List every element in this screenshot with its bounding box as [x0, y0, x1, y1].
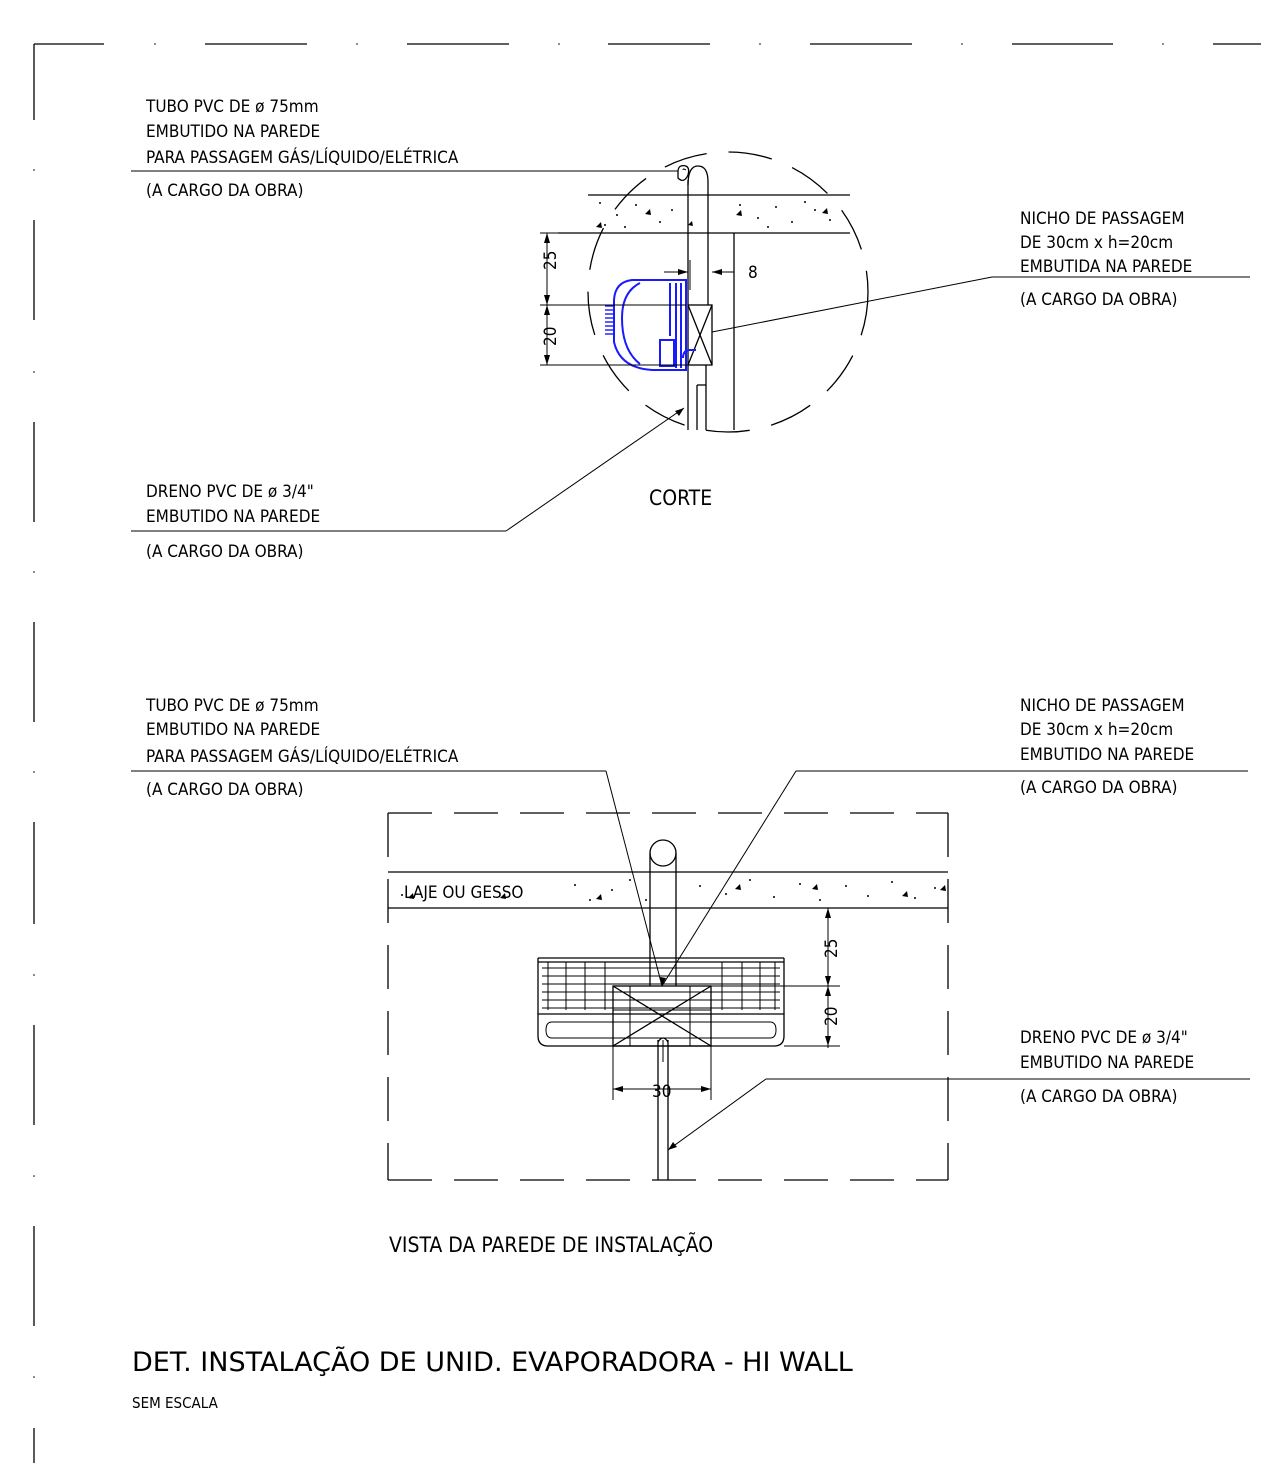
section-view: TUBO PVC DE ø 75mm EMBUTIDO NA PAREDE PA… — [131, 97, 1250, 562]
elevation-pipe-note-1: TUBO PVC DE ø 75mm — [145, 696, 319, 716]
detail-circle — [587, 151, 869, 433]
elevation-leaders — [131, 770, 1250, 1151]
section-evaporator-unit — [605, 279, 696, 371]
elevation-dim-20: 20 — [822, 1007, 842, 1026]
elevation-niche-note-2: DE 30cm x h=20cm — [1020, 720, 1173, 740]
elevation-caption: VISTA DA PAREDE DE INSTALAÇÃO — [389, 1231, 713, 1257]
section-dim-20: 20 — [541, 327, 561, 346]
section-dim-25: 25 — [541, 251, 561, 270]
section-dimensions — [540, 232, 734, 366]
elevation-view: TUBO PVC DE ø 75mm EMBUTIDO NA PAREDE PA… — [131, 696, 1250, 1257]
scale-note: SEM ESCALA — [132, 1394, 219, 1412]
elevation-slab-label: LAJE OU GESSO — [404, 883, 523, 903]
elevation-evaporator-unit — [537, 957, 785, 1047]
elevation-pipe-note-2: EMBUTIDO NA PAREDE — [146, 720, 320, 740]
elevation-drain-pipe — [657, 1037, 669, 1180]
elevation-pvc-pipe — [649, 839, 677, 986]
section-pipe-note-2: EMBUTIDO NA PAREDE — [146, 122, 320, 142]
section-pipe-note-1: TUBO PVC DE ø 75mm — [145, 97, 319, 117]
section-niche — [687, 304, 713, 366]
section-drain-note-1: DRENO PVC DE ø 3/4" — [146, 482, 314, 502]
elevation-niche-note-1: NICHO DE PASSAGEM — [1020, 696, 1185, 716]
section-drain-note-3: (A CARGO DA OBRA) — [146, 542, 303, 562]
elevation-dimensions — [612, 907, 840, 1100]
sheet-border — [33, 43, 1261, 1463]
detail-title: DET. INSTALAÇÃO DE UNID. EVAPORADORA - H… — [132, 1346, 853, 1378]
elevation-drain-note-1: DRENO PVC DE ø 3/4" — [1020, 1028, 1188, 1048]
section-pipe-note-3: PARA PASSAGEM GÁS/LÍQUIDO/ELÉTRICA — [146, 146, 459, 168]
elevation-drain-note-2: EMBUTIDO NA PAREDE — [1020, 1053, 1194, 1073]
elevation-slab — [388, 871, 948, 909]
section-slab — [558, 194, 850, 234]
elevation-dim-25: 25 — [822, 939, 842, 958]
section-niche-note-3: EMBUTIDA NA PAREDE — [1020, 257, 1192, 277]
section-pvc-pipe — [677, 164, 709, 305]
section-dim-8: 8 — [748, 263, 758, 283]
section-drain-pipe — [687, 365, 707, 430]
elevation-pipe-note-4: (A CARGO DA OBRA) — [146, 780, 303, 800]
elevation-pipe-note-3: PARA PASSAGEM GÁS/LÍQUIDO/ELÉTRICA — [146, 745, 459, 767]
section-leaders — [131, 170, 1250, 532]
section-caption: CORTE — [649, 486, 712, 510]
section-niche-note-1: NICHO DE PASSAGEM — [1020, 209, 1185, 229]
section-pipe-note-4: (A CARGO DA OBRA) — [146, 181, 303, 201]
elevation-niche — [612, 985, 712, 1047]
elevation-niche-note-4: (A CARGO DA OBRA) — [1020, 778, 1177, 798]
elevation-dim-30: 30 — [652, 1082, 671, 1102]
elevation-niche-note-3: EMBUTIDO NA PAREDE — [1020, 745, 1194, 765]
section-niche-note-4: (A CARGO DA OBRA) — [1020, 290, 1177, 310]
section-niche-note-2: DE 30cm x h=20cm — [1020, 233, 1173, 253]
section-drain-note-2: EMBUTIDO NA PAREDE — [146, 507, 320, 527]
elevation-drain-note-3: (A CARGO DA OBRA) — [1020, 1087, 1177, 1107]
